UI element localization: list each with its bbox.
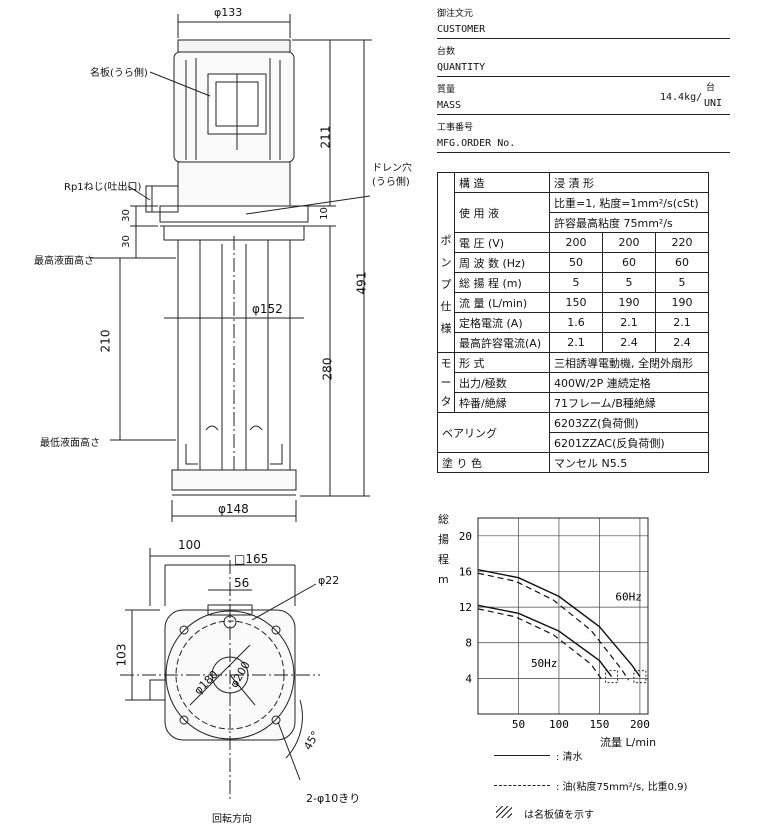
side-pump-char: ポ — [440, 233, 452, 247]
cell: 190 — [602, 292, 656, 313]
side-pump-char: 仕 — [440, 299, 452, 313]
row-label: 流 量 (L/min) — [454, 292, 550, 313]
side-motor-char: タ — [440, 395, 452, 408]
table-row: 周 波 数 (Hz) 50 60 60 — [438, 252, 709, 273]
paint-value: マンセル N5.5 — [549, 452, 709, 473]
y-tick-label: 8 — [465, 637, 472, 650]
y-tick-label: 4 — [465, 672, 472, 685]
chart-frame — [477, 517, 649, 715]
legend-dashed-line — [494, 785, 550, 786]
series-label: 60Hz — [615, 591, 642, 604]
spec-side-motor: モ ー タ — [437, 352, 455, 413]
y-tick-label: 20 — [459, 530, 472, 543]
side-pump-char: プ — [440, 277, 452, 291]
series-dashed-60Hz — [477, 572, 630, 681]
mass-unit-bottom: UNI — [704, 98, 723, 109]
dim-holes: 2-φ10きり — [306, 792, 361, 805]
motor-row-label: 枠番/絶縁 — [454, 392, 550, 413]
motor-row-value: 400W/2P 連続定格 — [549, 372, 709, 393]
mass-en: MASS — [437, 100, 462, 111]
dim-148: φ148 — [218, 502, 249, 516]
rated-point-hatch — [605, 670, 619, 684]
quantity-jp: 台数 — [437, 47, 456, 57]
cell: 2.1 — [655, 312, 709, 333]
mfg-en: MFG.ORDER No. — [437, 138, 516, 149]
spec-table: ポ ン プ 仕 様 構 造 浸 漬 形 使 用 液 比重=1, 粘度=1mm²/… — [437, 172, 709, 473]
customer-jp: 御注文元 — [437, 9, 474, 19]
mfg-line — [437, 152, 730, 153]
side-motor-char: モ — [440, 357, 452, 370]
dim-top-width: φ133 — [214, 6, 243, 19]
x-tick-label: 200 — [630, 718, 650, 731]
legend-solid-label: : 清水 — [556, 752, 583, 763]
cell: 1.6 — [549, 312, 603, 333]
legend-hatch-label: は名板値を示す — [524, 810, 594, 821]
row-label: 最高許容電流(A) — [454, 332, 550, 353]
series-label: 50Hz — [531, 657, 558, 670]
max-level-label: 最高液面高さ — [34, 256, 94, 267]
table-row: 電 圧 (V) 200 200 220 — [438, 232, 709, 253]
x-tick-label: 50 — [512, 718, 525, 731]
mass-line — [437, 114, 730, 115]
legend-solid-line — [494, 755, 550, 756]
dim-56: 56 — [234, 576, 250, 590]
motor-row-value: 三相誘導電動機, 全閉外扇形 — [549, 352, 709, 373]
nameplate-label: 名板(うら側) — [90, 68, 148, 79]
row-label: 周 波 数 (Hz) — [454, 252, 550, 273]
side-pump-char: 様 — [440, 321, 452, 335]
liquid-label: 使 用 液 — [454, 192, 550, 233]
quantity-line — [437, 76, 730, 77]
mass-value: 14.4kg/ — [660, 92, 703, 103]
x-tick-label: 100 — [549, 718, 569, 731]
cell: 60 — [602, 252, 656, 273]
structure-value: 浸 漬 形 — [549, 172, 709, 193]
dim-152: φ152 — [252, 302, 283, 316]
chart-ylabel: 総揚程 m — [438, 513, 449, 586]
series-line-50Hz — [477, 604, 613, 678]
row-label: 定格電流 (A) — [454, 312, 550, 333]
customer-en: CUSTOMER — [437, 24, 486, 35]
dim-22: φ22 — [318, 574, 340, 587]
drain-label: ドレン穴 (うら側) — [372, 163, 412, 188]
table-row: 定格電流 (A) 1.6 2.1 2.1 — [438, 312, 709, 333]
customer-line — [437, 38, 730, 39]
x-tick-label: 150 — [589, 718, 609, 731]
y-tick-label: 12 — [459, 601, 472, 614]
mass-unit-top: 台 — [706, 83, 716, 93]
liquid-value-1: 比重=1, 粘度=1mm²/s(cSt) — [549, 192, 709, 213]
series-line-60Hz — [477, 568, 641, 677]
dim-100: 100 — [178, 538, 201, 552]
mass-jp: 質量 — [437, 85, 456, 95]
side-pump-char: ン — [440, 255, 452, 269]
chart-xlabel: 流量 L/min — [600, 736, 657, 749]
table-row: 最高許容電流(A) 2.1 2.4 2.4 — [438, 332, 709, 353]
legend-hatch-swatch — [496, 806, 512, 818]
cell: 220 — [655, 232, 709, 253]
cell: 60 — [655, 252, 709, 273]
rotation-label: 回転方向 — [212, 814, 252, 825]
paint-label: 塗 り 色 — [437, 452, 550, 473]
side-motor-char: ー — [440, 376, 452, 389]
series-dashed-50Hz — [477, 608, 603, 681]
y-tick-label: 16 — [459, 565, 472, 578]
mfg-jp: 工事番号 — [437, 123, 474, 133]
min-level-label: 最低液面高さ — [40, 438, 100, 449]
rated-point-hatch — [633, 670, 647, 684]
dim-165: □165 — [234, 552, 269, 566]
legend-dashed-label: : 油(粘度75mm²/s, 比重0.9) — [556, 782, 688, 793]
outlet-label: Rp1ねじ(吐出口) — [64, 182, 142, 193]
cell: 2.4 — [602, 332, 656, 353]
liquid-value-2: 許容最高粘度 75mm²/s — [549, 212, 709, 233]
quantity-en: QUANTITY — [437, 62, 486, 73]
